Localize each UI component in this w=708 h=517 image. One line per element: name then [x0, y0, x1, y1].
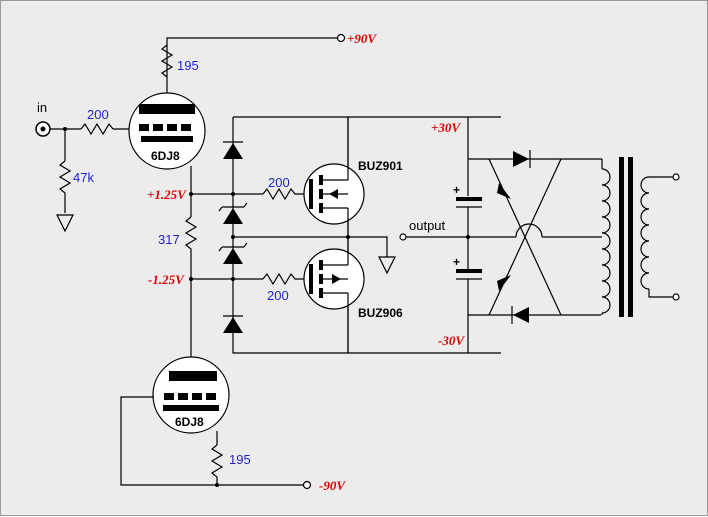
- ground-symbol-output: [378, 256, 396, 275]
- resistor-gate-bottom-value: 200: [267, 288, 289, 303]
- transformer: [601, 157, 673, 317]
- input-label: in: [37, 100, 47, 115]
- resistor-ground: [58, 160, 72, 213]
- resistor-top-plate: [160, 44, 174, 78]
- tube-bottom: [152, 356, 230, 434]
- rail-minus-30-label: -30V: [438, 333, 465, 348]
- resistor-bias: [184, 216, 198, 279]
- rail-minus-90-label: -90V: [319, 478, 346, 493]
- terminal-minus-90: [302, 480, 312, 490]
- capacitor-top: +: [453, 183, 482, 208]
- ground-symbol-input: [56, 214, 74, 233]
- terminal-plus-90: [336, 33, 346, 43]
- terminal-mains-bottom: [672, 293, 680, 301]
- mosfet-top: [303, 117, 365, 237]
- terminal-output: [399, 233, 407, 241]
- tube-bottom-label: 6DJ8: [175, 415, 204, 429]
- terminal-mains-top: [672, 173, 680, 181]
- input-jack: [35, 121, 51, 137]
- svg-text:+: +: [453, 255, 460, 269]
- rail-plus-30-label: +30V: [431, 120, 461, 135]
- tube-top: [128, 92, 206, 170]
- capacitor-bottom: +: [453, 255, 482, 280]
- rectifier-diode-top: [513, 150, 531, 168]
- diode-top: [223, 141, 243, 159]
- resistor-bottom-cathode-value: 195: [229, 452, 251, 467]
- rectifier-diode-diag-bottom: [497, 275, 511, 291]
- resistor-input: [80, 122, 114, 136]
- resistor-bottom-cathode: [210, 444, 303, 486]
- rectifier-diode-bottom: [511, 306, 529, 324]
- mosfet-bottom-label: BUZ906: [358, 306, 403, 320]
- svg-text:+: +: [453, 183, 460, 197]
- resistor-top-plate-value: 195: [177, 58, 199, 73]
- rectifier-diode-diag-top: [497, 183, 511, 199]
- resistor-input-value: 200: [87, 107, 109, 122]
- rail-plus-bias-label: +1.25V: [147, 187, 187, 202]
- mosfet-top-label: BUZ901: [358, 159, 403, 173]
- tube-top-label: 6DJ8: [151, 149, 180, 163]
- resistor-ground-value: 47k: [73, 170, 94, 185]
- resistor-bias-value: 317: [158, 232, 180, 247]
- resistor-gate-top: [262, 187, 305, 201]
- resistor-gate-bottom: [262, 272, 305, 286]
- resistor-gate-top-value: 200: [268, 175, 290, 190]
- output-label: output: [409, 218, 446, 233]
- zener-upper: [218, 202, 248, 224]
- rail-plus-90-label: +90V: [347, 31, 377, 46]
- mosfet-bottom: [303, 237, 365, 353]
- rail-minus-bias-label: -1.25V: [148, 272, 185, 287]
- diode-bottom: [223, 315, 243, 333]
- zener-lower: [218, 242, 248, 264]
